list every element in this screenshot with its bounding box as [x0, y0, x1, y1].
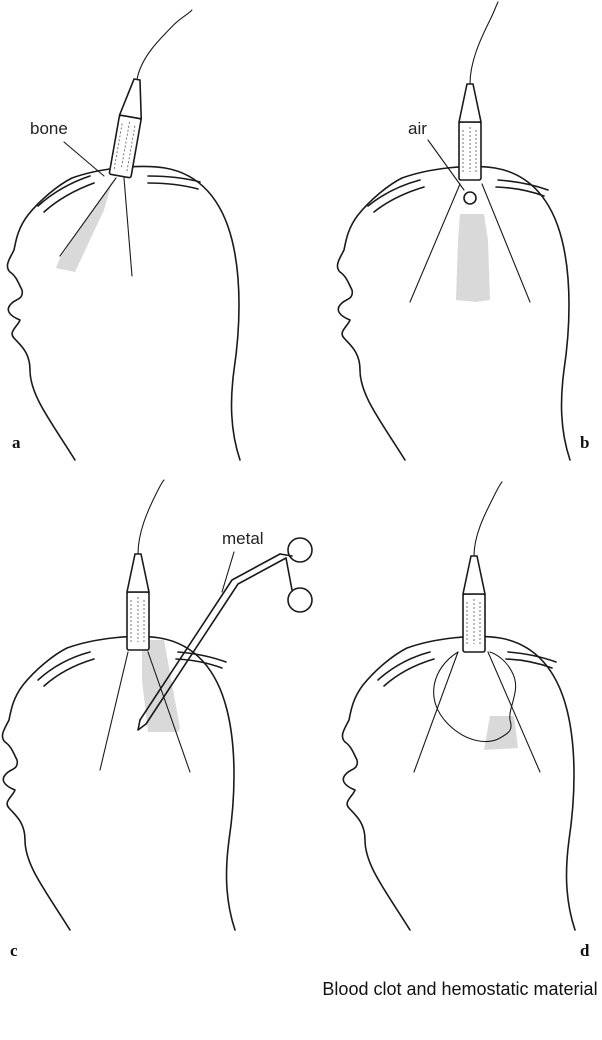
panel-letter-c: c — [10, 941, 18, 960]
beam-edge — [60, 178, 116, 256]
bone-segment-right — [498, 180, 548, 190]
ultrasound-probe — [459, 2, 498, 180]
beam-edge — [100, 652, 128, 770]
bone-segment-right — [148, 176, 200, 182]
figure-caption: Blood clot and hemostatic material — [318, 978, 602, 1001]
bone-segment-left — [38, 176, 90, 206]
head-outline — [2, 636, 235, 930]
air-reverberation-beam — [456, 214, 490, 302]
panel-letter-a: a — [12, 433, 21, 452]
beam-edge — [410, 184, 460, 302]
clot-shadow-beam — [484, 716, 518, 750]
bone-label: bone — [30, 119, 68, 138]
metal-artifact-beam — [142, 640, 180, 732]
panel-letter-b: b — [580, 433, 589, 452]
air-bubble — [464, 192, 476, 204]
ultrasound-probe — [127, 480, 164, 650]
air-label: air — [408, 119, 427, 138]
bone-segment-left-inner — [44, 659, 94, 686]
ultrasound-probe — [463, 482, 502, 652]
panel-c: metal c — [2, 480, 312, 960]
bone-segment-left-inner — [384, 659, 434, 686]
bone-segment-left — [378, 652, 430, 680]
bone-segment-right-inner — [496, 187, 544, 196]
bone-segment-right — [508, 652, 556, 662]
bone-segment-right-inner — [148, 183, 198, 189]
beam-edge — [124, 178, 132, 276]
bone-label-leader — [64, 142, 104, 176]
beam-edge — [414, 652, 458, 772]
metal-label: metal — [222, 529, 264, 548]
head-outline — [342, 636, 575, 930]
panel-letter-d: d — [580, 941, 590, 960]
bone-segment-left — [38, 652, 90, 680]
panel-a: bone a — [7, 1, 240, 460]
ultrasound-probe — [109, 1, 192, 184]
bone-segment-left-inner — [44, 183, 94, 212]
head-outline — [337, 166, 570, 460]
beam-edge — [488, 652, 540, 772]
panel-b: air b — [337, 2, 589, 460]
head-outline — [7, 166, 240, 460]
panel-d: d — [342, 482, 590, 960]
bone-segment-left — [368, 180, 420, 206]
